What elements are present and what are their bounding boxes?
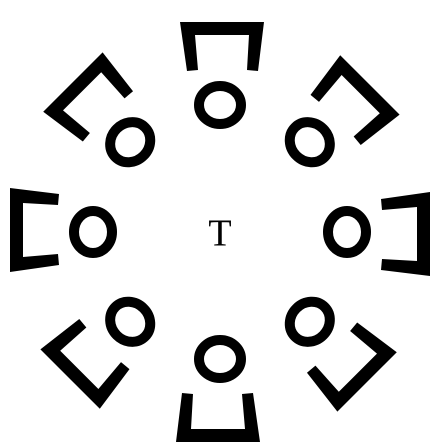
head-circle xyxy=(74,211,112,253)
chair-shape xyxy=(43,52,137,146)
chair-shape xyxy=(303,318,397,412)
head-circle xyxy=(199,86,241,124)
chair-shape xyxy=(306,55,400,149)
head-circle xyxy=(282,114,339,171)
head-circle xyxy=(328,211,366,253)
head-circle xyxy=(102,114,159,171)
head-circle xyxy=(282,294,339,351)
chair-shape xyxy=(176,393,260,442)
seat-north-east xyxy=(268,55,400,187)
seat-west xyxy=(10,188,112,272)
seat-south xyxy=(176,340,260,442)
seat-north xyxy=(180,22,264,124)
seat-east xyxy=(328,192,430,276)
seat-north-west xyxy=(43,52,175,184)
chair-shape xyxy=(10,188,59,272)
seat-south-west xyxy=(40,277,172,409)
chair-shape xyxy=(180,22,264,71)
head-circle xyxy=(199,340,241,378)
table-label: T xyxy=(208,213,231,255)
chair-shape xyxy=(381,192,430,276)
chair-shape xyxy=(40,315,134,409)
seat-south-east xyxy=(265,280,397,412)
head-circle xyxy=(102,294,159,351)
